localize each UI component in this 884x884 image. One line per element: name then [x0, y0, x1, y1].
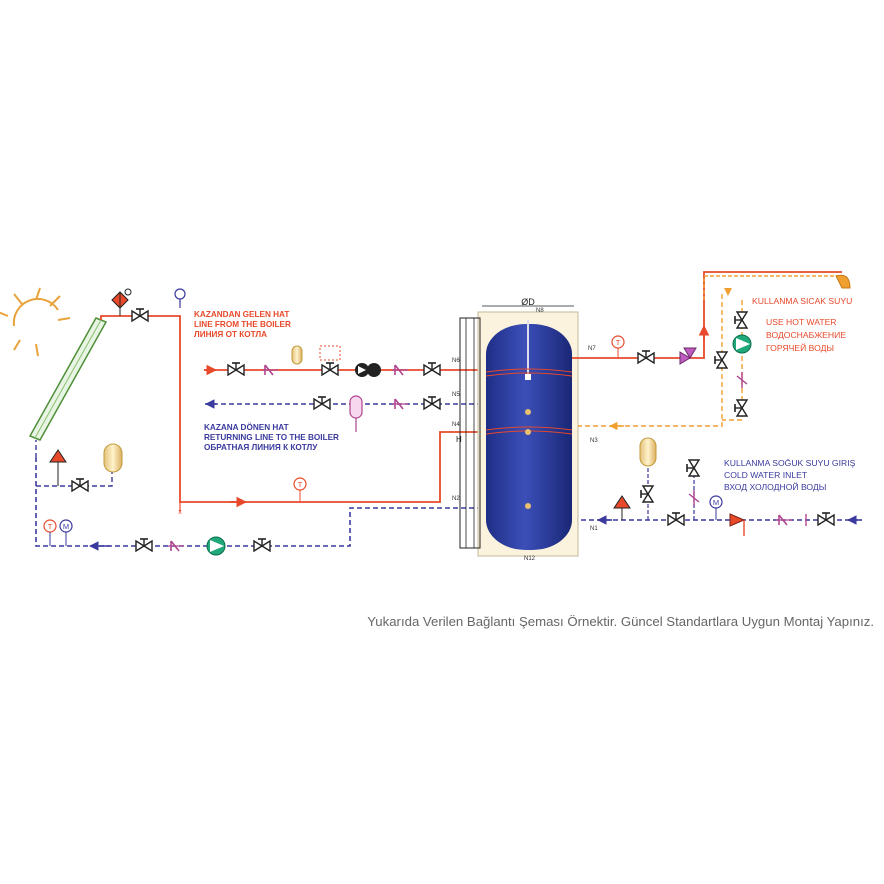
boiler-return-label: KAZANA DÖNEN HAT RETURNING LINE TO THE B… [204, 422, 339, 452]
svg-text:N1: N1 [590, 526, 598, 532]
boiler-supply-label: KAZANDAN GELEN HAT LINE FROM THE BOILER … [194, 310, 291, 339]
solar-expansion-vessel [49, 443, 123, 492]
svg-text:ЛИНИЯ ОТ КОТЛА: ЛИНИЯ ОТ КОТЛА [194, 330, 267, 339]
svg-text:N3: N3 [590, 438, 598, 444]
boiler-return-line [204, 395, 482, 432]
svg-text:H: H [456, 435, 462, 444]
svg-text:USE HOT WATER: USE HOT WATER [766, 317, 837, 327]
solar-thermometer: T [293, 477, 307, 502]
solar-return-devices: T M [43, 519, 271, 556]
svg-text:N5: N5 [452, 392, 460, 398]
cold-water-label: KULLANMA SOĞUK SUYU GIRIŞ COLD WATER INL… [724, 458, 856, 492]
hot-water-line: T [572, 271, 851, 365]
svg-text:M: M [713, 498, 719, 507]
svg-text:LINE FROM THE BOILER: LINE FROM THE BOILER [194, 320, 291, 329]
svg-text:N8: N8 [536, 308, 544, 314]
cold-water-line: M [578, 437, 862, 536]
boiler-supply-line [204, 345, 482, 377]
svg-text:ОБРАТНАЯ ЛИНИЯ К КОТЛУ: ОБРАТНАЯ ЛИНИЯ К КОТЛУ [204, 443, 318, 452]
svg-text:ВОДОСНАБЖЕНИЕ: ВОДОСНАБЖЕНИЕ [766, 330, 846, 340]
svg-text:ВХОД ХОЛОДНОЙ ВОДЫ: ВХОД ХОЛОДНОЙ ВОДЫ [724, 481, 826, 492]
solar-supply-devices: x [111, 288, 186, 516]
expansion-branch-left [35, 440, 113, 487]
sun-icon [0, 287, 71, 357]
tank-diameter-label: ØD [521, 297, 535, 307]
hot-water-label: KULLANMA SICAK SUYU USE HOT WATER ВОДОСН… [752, 296, 852, 353]
svg-text:RETURNING LINE TO THE BOILER: RETURNING LINE TO THE BOILER [204, 433, 339, 442]
svg-text:N6: N6 [452, 358, 460, 364]
svg-text:N7: N7 [588, 346, 596, 352]
svg-text:N2: N2 [452, 496, 460, 502]
svg-text:N12: N12 [524, 556, 536, 562]
thermometer-label: T [48, 522, 53, 531]
recirc-devices [714, 288, 752, 417]
svg-text:KAZANDAN GELEN HAT: KAZANDAN GELEN HAT [194, 310, 289, 319]
svg-text:KULLANMA SOĞUK SUYU GIRIŞ: KULLANMA SOĞUK SUYU GIRIŞ [724, 458, 856, 468]
solar-return-line [35, 458, 482, 547]
svg-text:N4: N4 [452, 422, 460, 428]
svg-text:KULLANMA SICAK SUYU: KULLANMA SICAK SUYU [752, 296, 852, 306]
disclaimer-caption: Yukarıda Verilen Bağlantı Şeması Örnekti… [367, 614, 874, 629]
svg-text:x: x [178, 509, 182, 516]
svg-text:COLD WATER INLET: COLD WATER INLET [724, 470, 808, 480]
solar-collector [28, 317, 108, 441]
svg-text:KAZANA DÖNEN HAT: KAZANA DÖNEN HAT [204, 422, 289, 432]
manometer-label: M [63, 522, 69, 531]
svg-text:T: T [616, 338, 621, 347]
svg-text:ГОРЯЧЕЙ ВОДЫ: ГОРЯЧЕЙ ВОДЫ [766, 342, 834, 353]
storage-tank: ØD N8 N12 N6 N5 N4 N2 N7 N3 N1 H [452, 297, 598, 562]
svg-text:T: T [298, 480, 303, 489]
